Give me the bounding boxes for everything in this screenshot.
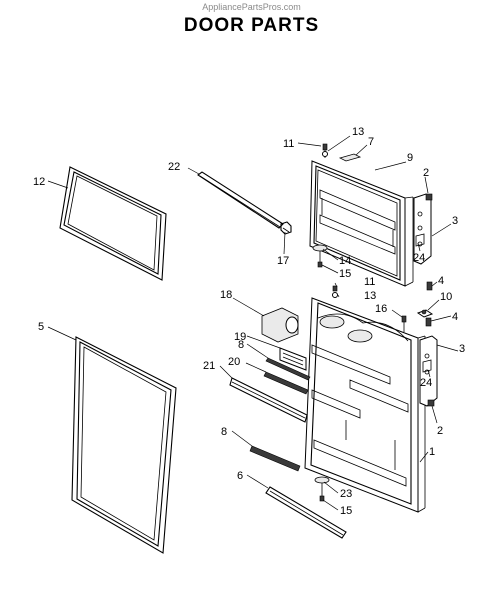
page-title: DOOR PARTS [183,15,320,36]
bracket-part-24-upper[interactable] [415,233,425,247]
callout-15-bottom: 15 [340,505,352,517]
freezer-gasket-part-12[interactable] [59,166,167,281]
clip-part-17[interactable] [280,221,292,235]
fresh-food-gasket-part-5[interactable] [71,336,177,554]
callout-16: 16 [375,303,387,315]
callout-8-upper: 8 [238,339,244,351]
callout-4-mid: 4 [452,311,458,323]
watermark: AppliancePartsPros.com [202,2,301,12]
callout-labels: 12 22 11 13 7 9 2 3 24 17 14 15 4 11 13 … [33,126,465,517]
screw-part-11-mid[interactable] [332,285,338,292]
callout-14: 14 [339,255,351,267]
screw-part-15-top[interactable] [317,251,323,268]
callout-7: 7 [368,136,374,148]
callout-22: 22 [168,161,180,173]
callout-13-top: 13 [352,126,364,138]
callout-9: 9 [407,152,413,164]
callout-24-lower: 24 [420,377,432,389]
screw-part-15-bottom[interactable] [319,483,325,502]
screw-part-16[interactable] [401,315,407,332]
callout-13-mid: 13 [364,290,376,302]
callout-5: 5 [38,321,44,333]
label-part-19[interactable] [279,347,307,371]
hinge-pin-part-2-lower[interactable] [427,399,435,407]
callout-11-mid: 11 [364,276,375,288]
bar-part-6[interactable] [265,486,347,539]
callout-17: 17 [277,255,289,267]
screw-part-4-mid[interactable] [425,317,432,327]
hinge-part-23[interactable] [314,476,330,484]
freezer-bar-part-22[interactable] [197,171,284,229]
callout-15-top: 15 [339,268,351,280]
callout-18: 18 [220,289,232,301]
callout-6: 6 [237,470,243,482]
callout-3-upper: 3 [452,215,458,227]
callout-24-upper: 24 [413,252,425,264]
shelf-bar-part-20[interactable] [263,371,309,395]
shelf-bar-part-8-upper[interactable] [265,357,311,381]
callout-10: 10 [440,291,452,303]
callout-12: 12 [33,176,45,188]
callout-20: 20 [228,356,240,368]
shelf-bar-part-21[interactable] [229,377,308,423]
callout-8-lower: 8 [221,426,227,438]
part-10[interactable] [416,309,434,318]
callout-4-upper: 4 [438,275,444,287]
handle-part-7[interactable] [338,153,362,162]
callout-1: 1 [429,446,435,458]
callout-11-top: 11 [283,138,294,150]
callout-2-lower: 2 [437,425,443,437]
callout-3-lower: 3 [459,343,465,355]
screw-part-13-top[interactable] [322,151,328,157]
shelf-bar-part-8-lower[interactable] [249,445,301,472]
freezer-door-part-9[interactable] [309,160,414,287]
washer-part-13-mid[interactable] [332,292,338,298]
leader-lines [47,135,459,511]
callout-19: 19 [234,331,246,343]
dairy-door-part-18[interactable] [261,307,299,343]
callout-2-upper: 2 [423,167,429,179]
bracket-part-24-lower[interactable] [422,359,432,373]
hinge-pin-part-2-upper[interactable] [425,193,433,201]
callout-21: 21 [203,360,215,372]
callout-23: 23 [340,488,352,500]
screw-part-4-upper[interactable] [426,281,433,291]
